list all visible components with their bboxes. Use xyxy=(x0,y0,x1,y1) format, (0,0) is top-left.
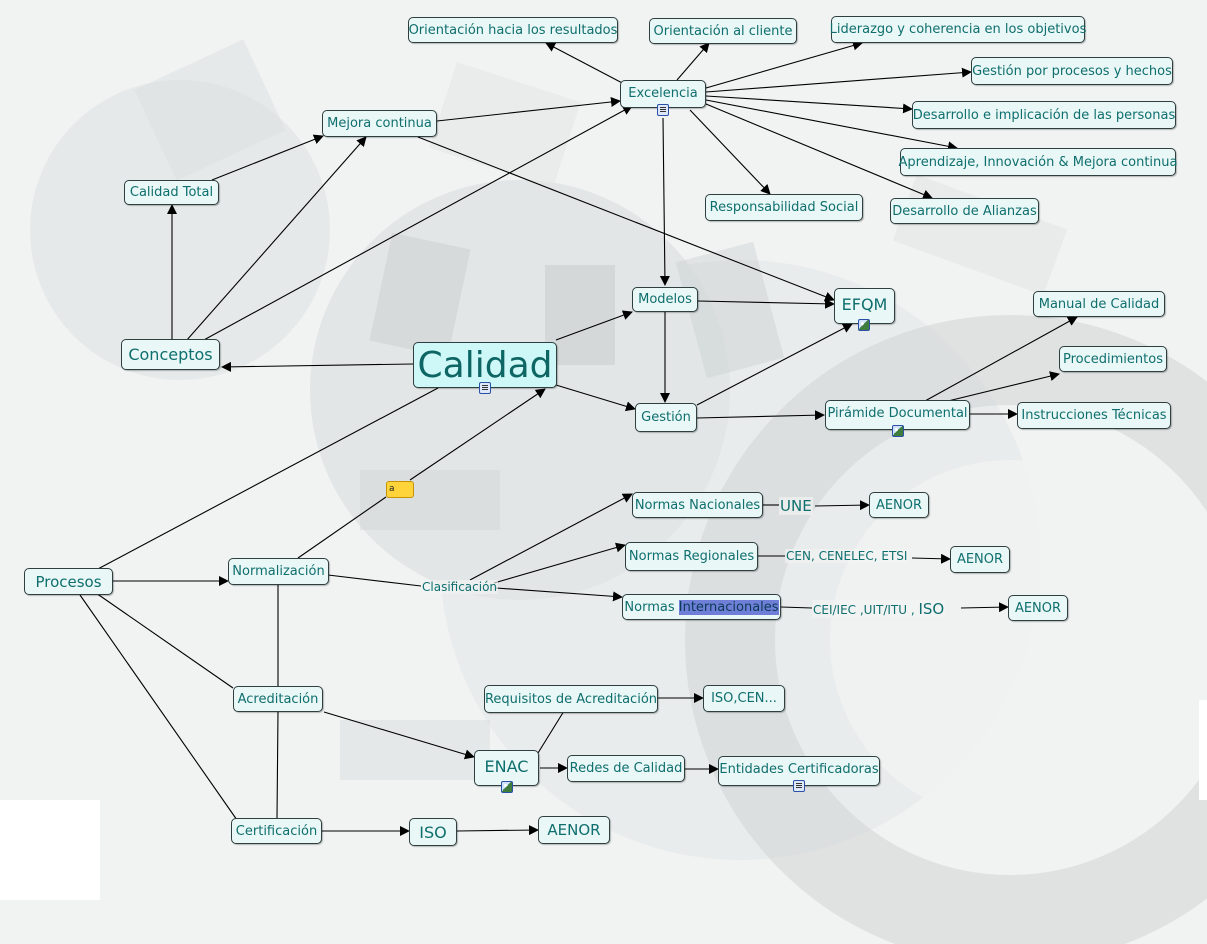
node-aenor-nacional[interactable]: AENOR xyxy=(869,492,929,518)
node-liderazgo[interactable]: Liderazgo y coherencia en los objetivos xyxy=(830,16,1086,43)
edge-conceptos-excelencia xyxy=(201,105,633,342)
node-aenor-internacional[interactable]: AENOR xyxy=(1008,595,1068,621)
node-aenor-regional[interactable]: AENOR xyxy=(950,546,1010,573)
edge-excelencia-respsocial xyxy=(689,109,771,195)
node-manual-calidad[interactable]: Manual de Calidad xyxy=(1033,291,1165,317)
node-calidad-total[interactable]: Calidad Total xyxy=(124,180,219,205)
node-desarrollo-personas[interactable]: Desarrollo e implicación de las personas xyxy=(912,101,1176,129)
edge-internacionales-cei xyxy=(780,606,813,609)
edge-excelencia-orcli xyxy=(676,42,710,81)
node-iso-cen[interactable]: ISO,CEN... xyxy=(703,685,785,712)
edge-gestion-efqm xyxy=(696,323,853,406)
node-mejora-continua[interactable]: Mejora continua xyxy=(322,110,437,137)
node-certificacion[interactable]: Certificación xyxy=(231,818,322,844)
edge-une-aenor xyxy=(814,500,870,511)
edge-enac-requisitos xyxy=(537,710,565,754)
node-aenor-certificacion[interactable]: AENOR xyxy=(538,816,610,844)
document-icon[interactable] xyxy=(793,780,805,792)
edge-note-calidad xyxy=(409,388,546,481)
node-iso[interactable]: ISO xyxy=(409,818,457,846)
edge-mejora-efqm xyxy=(417,136,835,302)
node-procesos[interactable]: Procesos xyxy=(24,568,113,595)
node-efqm[interactable]: EFQM xyxy=(834,288,895,324)
edge-mejora-excelencia xyxy=(436,97,621,122)
node-responsabilidad-social[interactable]: Responsabilidad Social xyxy=(705,194,863,221)
edge-excelencia-liderazgo xyxy=(705,40,863,89)
edge-procesos-acreditacion xyxy=(95,592,234,689)
normas-word: Normas xyxy=(624,599,679,615)
node-orientacion-resultados[interactable]: Orientación hacia los resultados xyxy=(408,17,618,43)
edge-acreditacion-enac xyxy=(323,711,475,760)
node-piramide-documental[interactable]: Pirámide Documental xyxy=(825,400,970,430)
edge-gestion-piramide xyxy=(696,410,825,421)
blank-corner xyxy=(0,800,100,900)
edge-excelencia-modelos xyxy=(659,117,670,286)
edge-cei-aenor xyxy=(960,602,1009,613)
node-calidad[interactable]: Calidad xyxy=(413,342,557,388)
blank-edge xyxy=(1199,700,1207,800)
edge-cen-aenor xyxy=(911,553,951,564)
label-clasificacion: Clasificación xyxy=(421,580,499,594)
node-modelos[interactable]: Modelos xyxy=(632,287,698,312)
highlighted-text[interactable]: Internacionales xyxy=(678,599,779,615)
label-une: UNE xyxy=(779,497,813,515)
label-cei-iec-uit: CEI/IEC ,UIT/ITU , ISO xyxy=(812,600,946,618)
node-desarrollo-alianzas[interactable]: Desarrollo de Alianzas xyxy=(890,198,1039,224)
edge-normalizacion-note xyxy=(297,496,387,559)
edge-acreditacion-certificacion xyxy=(276,710,279,819)
image-icon[interactable] xyxy=(892,425,904,437)
edge-iso-aenor xyxy=(456,825,539,836)
edge-conceptos-mejora xyxy=(185,136,367,342)
edge-excelencia-alianzas xyxy=(705,103,933,200)
node-requisitos-acreditacion[interactable]: Requisitos de Acreditación xyxy=(484,685,658,713)
node-gestion-procesos[interactable]: Gestión por procesos y hechos xyxy=(971,57,1173,85)
node-enac[interactable]: ENAC xyxy=(474,750,539,786)
edge-piramide-manual xyxy=(924,316,1078,402)
note-icon[interactable]: a xyxy=(386,481,414,498)
node-orientacion-cliente[interactable]: Orientación al cliente xyxy=(649,18,797,44)
label-cei-part: CEI/IEC ,UIT/ITU , xyxy=(813,603,915,617)
edge-clasificacion-nacionales xyxy=(469,493,633,581)
node-redes-calidad[interactable]: Redes de Calidad xyxy=(567,755,685,782)
edge-clasificacion-regionales xyxy=(493,542,626,584)
edge-calidadtotal-mejora xyxy=(211,134,324,181)
edge-normalizacion-clasificacion xyxy=(327,574,422,587)
edge-piramide-procedimientos xyxy=(947,371,1060,402)
node-excelencia[interactable]: Excelencia xyxy=(620,80,706,108)
edge-excelencia-orres xyxy=(545,42,629,87)
edge-excelencia-desarrollo xyxy=(705,95,913,114)
node-conceptos[interactable]: Conceptos xyxy=(121,339,220,370)
edge-clasificacion-internacionales xyxy=(495,587,623,602)
document-icon[interactable] xyxy=(657,104,669,116)
node-normalizacion[interactable]: Normalización xyxy=(228,558,329,585)
edge-procesos-calidad xyxy=(95,387,439,571)
image-icon[interactable] xyxy=(858,319,870,331)
edge-calidad-conceptos xyxy=(221,361,414,372)
image-icon[interactable] xyxy=(501,781,513,793)
node-normas-nacionales[interactable]: Normas Nacionales xyxy=(632,492,763,518)
node-acreditacion[interactable]: Acreditación xyxy=(233,686,323,712)
node-normas-regionales[interactable]: Normas Regionales xyxy=(625,542,758,571)
document-icon[interactable] xyxy=(479,382,491,394)
edge-excelencia-gestion xyxy=(705,67,972,93)
node-normas-internacionales[interactable]: Normas Internacionales xyxy=(622,594,781,620)
label-cen-cenelec-etsi: CEN, CENELEC, ETSI xyxy=(785,549,909,563)
edge-calidad-gestion xyxy=(555,384,636,412)
edge-calidad-modelos xyxy=(555,310,633,341)
edge-excelencia-aprendizaje xyxy=(705,99,958,152)
node-procedimientos[interactable]: Procedimientos xyxy=(1059,346,1167,372)
node-aprendizaje[interactable]: Aprendizaje, Innovación & Mejora continu… xyxy=(899,148,1177,176)
edge-procesos-certificacion xyxy=(79,594,238,821)
edge-modelos-efqm xyxy=(697,298,835,309)
node-gestion[interactable]: Gestión xyxy=(635,403,697,432)
node-instrucciones-tecnicas[interactable]: Instrucciones Técnicas xyxy=(1017,402,1171,429)
label-iso-part: ISO xyxy=(918,600,945,618)
